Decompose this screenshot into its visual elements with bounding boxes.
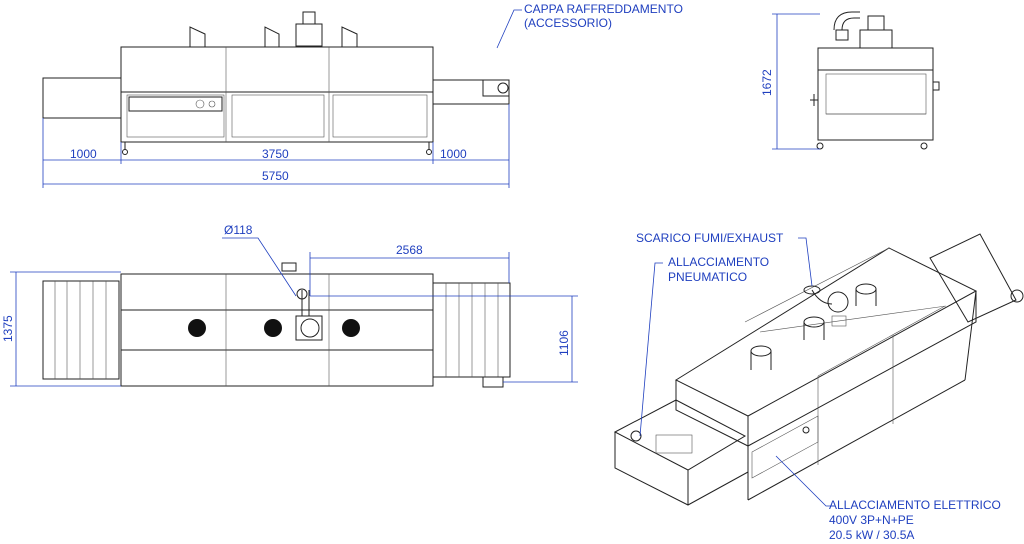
exhaust-label: SCARICO FUMI/EXHAUST [636,231,784,245]
dim-top-width: 1375 [1,315,15,342]
top-view: 1375 1106 2568 Ø118 [1,223,578,388]
exhaust-callout: SCARICO FUMI/EXHAUST [636,231,813,287]
stack-hole [264,319,282,337]
electrical-callout: ALLACCIAMENTO ELETTRICO 400V 3P+N+PE 20.… [775,455,1001,542]
electrical-power: 20.5 kW / 30.5A [829,528,914,542]
dim-top-offset: 2568 [396,243,423,257]
dim-front-left: 1000 [70,147,97,161]
isometric-view [613,233,1024,506]
pneumatic-label: ALLACCIAMENTO [668,255,769,269]
electrical-voltage: 400V 3P+N+PE [829,513,914,527]
electrical-label: ALLACCIAMENTO ELETTRICO [829,498,1001,512]
dim-side-height: 1672 [760,69,774,96]
stack-hole [342,319,360,337]
pneumatic-callout: ALLACCIAMENTO PNEUMATICO [639,255,769,437]
dim-front-center: 3750 [262,147,289,161]
cooling-hood-sublabel: (ACCESSORIO) [524,16,612,30]
dim-front-total: 5750 [262,169,289,183]
cooling-hood-label: CAPPA RAFFREDDAMENTO [524,2,683,16]
dim-top-inner-width: 1106 [557,330,571,356]
dim-front-right: 1000 [440,147,467,161]
front-view: 1000 3750 1000 5750 [42,11,510,188]
dim-duct-diameter: Ø118 [224,223,253,237]
side-view: 1672 [760,11,940,150]
cooling-hood-callout: CAPPA RAFFREDDAMENTO (ACCESSORIO) [496,2,683,49]
stack-hole [188,319,206,337]
pneumatic-sublabel: PNEUMATICO [668,270,747,284]
